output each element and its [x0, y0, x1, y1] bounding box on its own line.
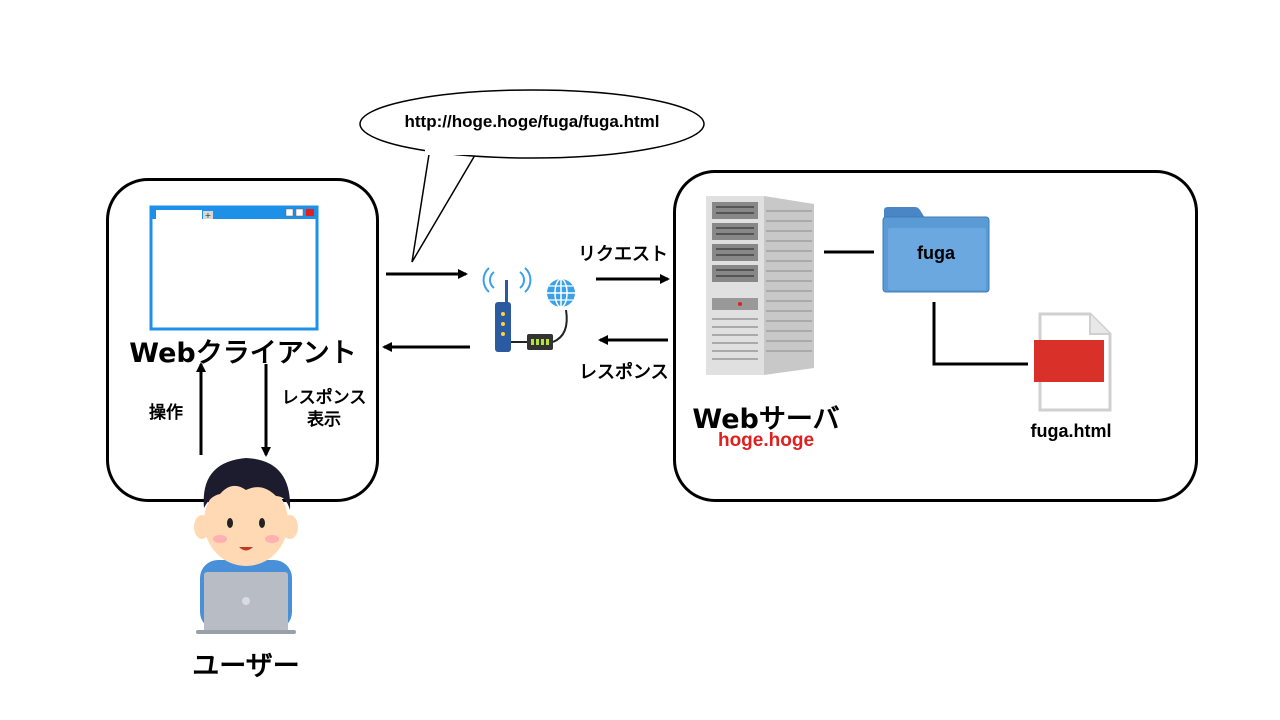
url-speech-bubble: [359, 89, 705, 263]
folder-file-connector: [932, 302, 1028, 366]
user-avatar: [194, 458, 298, 634]
file-icon: [1034, 312, 1112, 412]
user-label: ユーザー: [192, 651, 300, 682]
request-label: リクエスト: [578, 244, 668, 265]
server-host-label: hoge.hoge: [717, 430, 815, 451]
browser-window-icon: +: [149, 205, 319, 331]
response-display-line2: 表示: [307, 410, 341, 430]
url-text: http://hoge.hoge/fuga/fuga.html: [404, 112, 660, 131]
operation-label: 操作: [149, 403, 183, 423]
svg-text:+: +: [205, 211, 212, 220]
file-label: fuga.html: [1030, 421, 1112, 441]
folder-label: fuga: [917, 243, 955, 263]
response-display-line1: レスポンス: [281, 388, 367, 408]
server-tower-icon: [706, 196, 814, 375]
response-label: レスポンス: [579, 362, 669, 383]
web-server-label: Webサーバ: [692, 404, 840, 435]
router-icon: [482, 267, 575, 352]
response-display-label: レスポンス 表示: [268, 387, 380, 431]
folder-icon: [882, 207, 990, 293]
web-client-label: Webクライアント: [129, 338, 357, 369]
